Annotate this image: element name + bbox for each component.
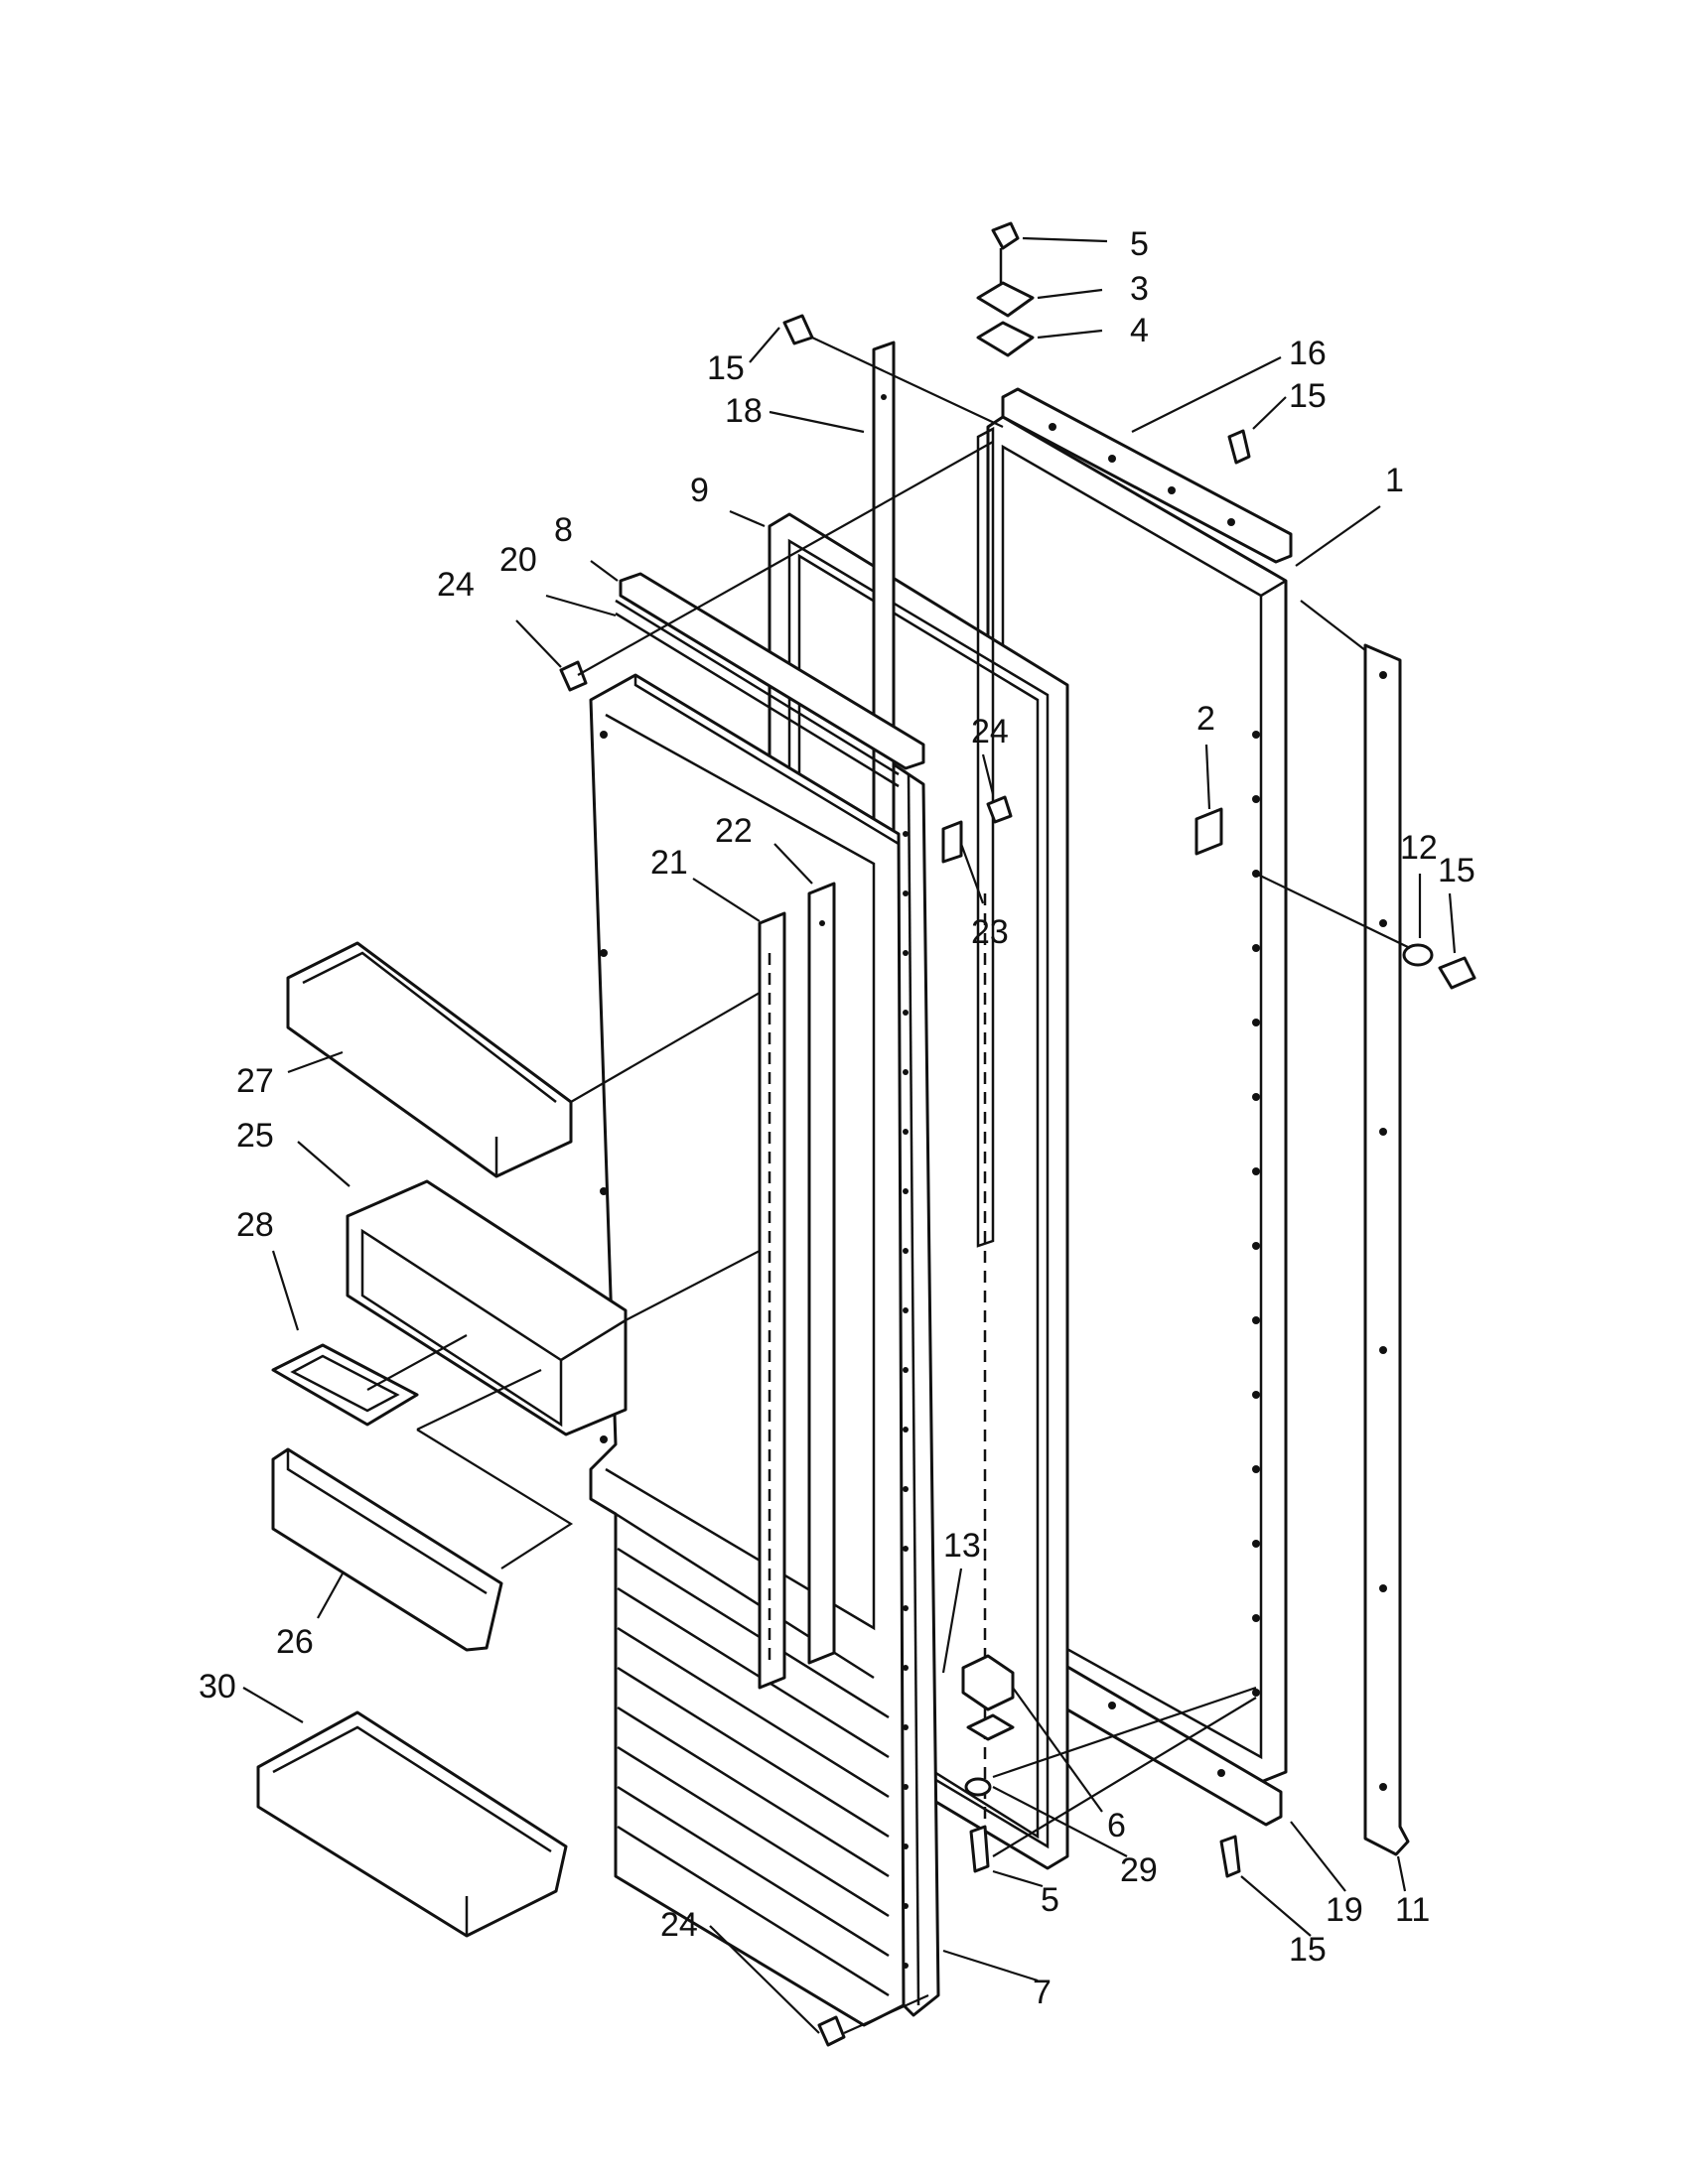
part-15-screw-top-left <box>782 314 814 345</box>
part-24-screw-top <box>559 660 588 692</box>
callout-5-bottom: 5 <box>1041 1881 1059 1919</box>
callout-15-bottom: 15 <box>1289 1931 1327 1969</box>
callout-11: 11 <box>1395 1891 1430 1929</box>
part-20-top-strip <box>615 599 900 788</box>
callout-20: 20 <box>499 541 537 579</box>
part-23-bracket <box>941 820 963 864</box>
part-15-screw-right <box>1438 956 1476 990</box>
part-12-washer <box>1402 943 1434 967</box>
part-8-top-strip <box>619 572 925 770</box>
part-5-bottom-screw <box>969 1825 990 1873</box>
callout-6: 6 <box>1107 1807 1126 1844</box>
callout-3: 3 <box>1130 270 1149 308</box>
part-3-hinge <box>976 281 1035 318</box>
part-22-liner-strip <box>807 882 836 1665</box>
part-25-dispenser-housing <box>346 1179 628 1436</box>
part-2-bracket <box>1194 807 1223 856</box>
assembly-lines <box>366 337 1411 2035</box>
part-13-vertical-strip <box>976 426 995 1866</box>
callout-2: 2 <box>1196 700 1215 738</box>
callout-7: 7 <box>1033 1974 1052 2011</box>
callout-4: 4 <box>1130 312 1149 349</box>
callout-30: 30 <box>199 1668 236 1706</box>
callout-24-bottom: 24 <box>660 1906 698 1944</box>
callout-8: 8 <box>554 511 573 549</box>
callout-26: 26 <box>276 1623 314 1661</box>
callout-9: 9 <box>690 472 709 509</box>
part-15-screw-bottom <box>1219 1835 1241 1878</box>
callout-27: 27 <box>236 1062 274 1100</box>
callout-15-right-mid: 15 <box>1438 852 1475 889</box>
part-5-top-screw <box>991 221 1020 283</box>
part-28-tray <box>271 1343 419 1427</box>
callout-19: 19 <box>1326 1891 1363 1929</box>
part-29-washer <box>964 1777 992 1797</box>
door-liner <box>589 673 906 2027</box>
callout-1: 1 <box>1385 462 1404 499</box>
callout-24-mid: 24 <box>971 713 1009 751</box>
callout-labels: 5 3 4 16 15 15 18 1 9 8 20 24 2 24 22 21… <box>199 225 1475 2011</box>
callout-15-left-top: 15 <box>707 349 745 387</box>
callout-24-top: 24 <box>437 566 475 604</box>
part-27-door-bin <box>286 941 573 1178</box>
part-11-trim-strip <box>1363 643 1410 1856</box>
part-6-bottom-hinge <box>961 1654 1015 1741</box>
part-30-door-bin <box>256 1710 568 1938</box>
callout-21: 21 <box>650 844 688 882</box>
part-24-screw-mid <box>986 795 1013 824</box>
callout-28: 28 <box>236 1206 274 1244</box>
part-15-screw-top-right <box>1227 429 1251 465</box>
callout-16: 16 <box>1289 335 1327 372</box>
part-24-screw-bottom <box>817 2015 846 2047</box>
callout-29: 29 <box>1120 1851 1158 1889</box>
callout-15-right-top: 15 <box>1289 377 1327 415</box>
part-21-liner-strip <box>758 911 786 1690</box>
part-4-hinge-plate <box>976 321 1035 357</box>
callout-13: 13 <box>943 1527 981 1565</box>
callout-18: 18 <box>725 392 763 430</box>
callout-23: 23 <box>971 913 1009 951</box>
callout-25: 25 <box>236 1117 274 1155</box>
callout-5-top: 5 <box>1130 225 1149 263</box>
callout-12: 12 <box>1400 829 1438 867</box>
callout-arrows <box>242 236 1457 2034</box>
callout-22: 22 <box>715 812 753 850</box>
part-26-shelf-rail <box>271 1447 503 1652</box>
part-16-top-trim <box>1001 387 1293 564</box>
